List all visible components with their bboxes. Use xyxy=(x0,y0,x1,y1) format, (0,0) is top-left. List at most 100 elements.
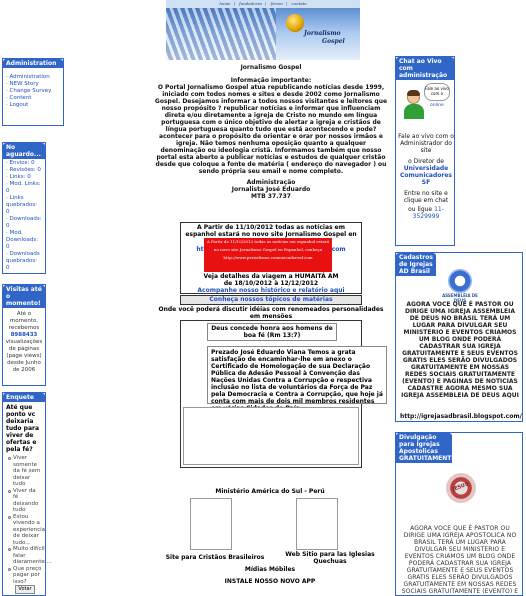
trip-report-link[interactable]: Acompanhe nosso histórico e relatório aq… xyxy=(197,287,345,294)
poll-box-title: Enquete xyxy=(3,393,45,402)
broken-links-link[interactable]: · Links quebrados: 0 xyxy=(6,195,38,215)
vote-button[interactable]: Votar xyxy=(15,585,35,594)
notice-title: Informação importante: xyxy=(230,77,312,84)
brand-name-line1: Jornalismo xyxy=(304,30,341,37)
visits-text-4: visualizações xyxy=(5,339,43,345)
pending-links-link[interactable]: · Links: 0 xyxy=(6,174,31,180)
visits-box-title: Visitas até o momento! xyxy=(3,285,45,308)
visits-text-3: recebemos xyxy=(8,325,40,331)
assembly-logo-text: ASSEMBLÉIA DE DEUS xyxy=(442,293,478,303)
school-link[interactable]: Universidade Comunicadores SF xyxy=(400,165,452,186)
phone-number[interactable]: 11-3529999 xyxy=(412,206,444,220)
new-story-link[interactable]: · NEW Story xyxy=(6,81,39,87)
nav-contato-link[interactable]: contato xyxy=(291,1,307,6)
assembly-logo-icon xyxy=(448,269,472,293)
poll-option[interactable]: Muito difícil falar diaramente.... xyxy=(3,546,52,566)
pending-submissions-link[interactable]: · Envios: 0 xyxy=(6,160,35,166)
chat-box-title: Chat ao Vivo com administração xyxy=(396,57,454,80)
admin-box-title: Administration xyxy=(3,59,63,68)
pending-reviews-link[interactable]: · Revisões: 0 xyxy=(6,167,41,173)
honor-panel: Deus concede honra aos homens de boa fé … xyxy=(180,320,387,468)
mod-downloads-link[interactable]: · Mod. Downloads: 0 xyxy=(6,230,39,250)
ad-brasil-link[interactable]: http://igrejasadbrasil.blogspot.com/ xyxy=(400,413,522,420)
banner-graphic xyxy=(166,8,276,60)
certificate-image xyxy=(183,407,359,465)
apostolic-text: AGORA VOCE QUE É PASTOR OU DIRIGE UMA IG… xyxy=(401,525,519,595)
quechua-site-image[interactable] xyxy=(296,498,338,550)
ad-brasil-title: Cadastros de Igrejas AD Brasil xyxy=(396,253,436,276)
mobile-media-title: Mídias Móbiles xyxy=(244,566,296,573)
radio-icon[interactable] xyxy=(8,457,11,460)
trip-details-line1: Veja detalhes da viagem a HUMAITÁ AM xyxy=(203,273,339,280)
chat-text-2: Entre no site e clique em chat xyxy=(403,190,449,204)
apostolic-box: Divulgação para Igrejas Apostolicas GRAT… xyxy=(395,432,523,596)
poll-option[interactable]: Que preço pagar por isso? xyxy=(3,566,45,586)
waiting-box: No aguardo... · Envios: 0 · Revisões: 0 … xyxy=(2,142,46,274)
radio-icon[interactable] xyxy=(8,548,11,551)
apostolic-title: Divulgação para Igrejas Apostolicas GRAT… xyxy=(396,433,455,463)
seal-text: JESUS xyxy=(451,481,470,493)
radio-icon[interactable] xyxy=(8,489,11,493)
journalist-name: Jornalista José Eduardo xyxy=(231,186,311,193)
content-link[interactable]: · Content xyxy=(6,95,32,101)
visits-text-8: de 2006 xyxy=(12,367,36,373)
visits-text-5: de páginas xyxy=(8,346,40,352)
visits-text-6: (page views) xyxy=(6,353,42,359)
nav-home-link[interactable]: home xyxy=(219,1,231,6)
mod-links-link[interactable]: · Mod. Links: 0 xyxy=(6,181,41,194)
radio-icon[interactable] xyxy=(8,567,11,571)
visits-box: Visitas até o momento! Até o momento, re… xyxy=(2,284,46,386)
honor-title: Deus concede honra aos homens de boa fé … xyxy=(207,323,337,341)
poll-option[interactable]: Viver somente da fé sem deixar tudo xyxy=(3,455,45,488)
personalities-text: Onde você poderá discutir idéias com ren… xyxy=(158,306,384,320)
main-content: Jornalismo Gospel Informação importante:… xyxy=(154,64,388,200)
certificate-letter: Prezado José Eduardo Viana Temos a grata… xyxy=(207,346,387,412)
brazil-site-caption[interactable]: Site para Cristãos Brasileiros xyxy=(165,554,265,561)
online-status: online xyxy=(430,103,444,108)
nav-forum-link[interactable]: fórum xyxy=(270,1,283,6)
pending-downloads-link[interactable]: · Downloads: 0 xyxy=(6,216,42,229)
poll-box: Enquete Até que ponto vc deixaria tudo p… xyxy=(2,392,52,596)
admin-link[interactable]: · Administration xyxy=(6,74,50,80)
site-header: home| fundadores| fórum| contato Jornali… xyxy=(166,0,360,60)
chat-director: o Diretor de xyxy=(408,158,444,165)
radio-icon[interactable] xyxy=(8,515,11,519)
poll-option[interactable]: Estou vivendo a experiencia de deixar tu… xyxy=(3,514,45,547)
topics-bar[interactable]: Conheça nossos tópicos de matérias xyxy=(180,295,362,305)
chat-text-1: Fale ao vivo com o Administrador do site xyxy=(398,133,454,154)
site-title: Jornalismo Gospel xyxy=(240,64,302,71)
globe-logo-icon xyxy=(286,14,304,32)
brazil-site-image[interactable] xyxy=(190,498,232,550)
admin-label: Administração xyxy=(246,179,296,186)
ad-brasil-box: Cadastros de Igrejas AD Brasil ASSEMBLÉI… xyxy=(395,252,523,422)
call-label: ou ligue xyxy=(408,206,433,213)
install-app-title[interactable]: INSTALE NOSSO NOVO APP xyxy=(224,578,316,585)
visits-count: 8988433 xyxy=(10,332,38,338)
ministry-title: Ministério América do Sul - Perú xyxy=(215,488,325,495)
ad-brasil-text: AGORA VOCE QUE É PASTOR OU DIRIGE UMA IG… xyxy=(401,301,519,399)
poll-question: Até que ponto vc deixaria tudo para vive… xyxy=(6,404,39,453)
topics-link[interactable]: Conheça nossos tópicos de matérias xyxy=(209,296,333,303)
admin-box: Administration · Administration · NEW St… xyxy=(2,58,64,126)
chat-bubble: Fale ao vivo com o xyxy=(424,83,450,101)
broken-downloads-link[interactable]: · Downloads quebrados: 0 xyxy=(6,251,40,271)
nav-fundadores-link[interactable]: fundadores xyxy=(239,1,262,6)
jesus-seal-icon: JESUS xyxy=(441,468,481,508)
notice-body: O Portal Jornalismo Gospel atua republic… xyxy=(154,84,388,175)
logout-link[interactable]: · Logout xyxy=(6,102,29,108)
admin-avatar xyxy=(403,89,425,119)
header-banner: Jornalismo Gospel xyxy=(166,8,360,60)
quechua-site-caption[interactable]: Web Sitio para las Iglesias Quechuas xyxy=(285,551,375,565)
change-survey-link[interactable]: · Change Survey xyxy=(6,88,52,94)
visits-text-1: Até o xyxy=(16,311,32,317)
visits-text-2: momento, xyxy=(9,318,39,324)
red-line-3: http://www.periodismo.comunicadoresf.com xyxy=(223,255,313,260)
visits-text-7: desde Junho xyxy=(7,360,41,366)
chat-box: Chat ao Vivo com administração Fale ao v… xyxy=(395,56,455,246)
spanish-site-image[interactable]: A Partir de 11/10/2012 todas as notícias… xyxy=(204,238,332,272)
poll-option[interactable]: Viver da fé deixando tudo xyxy=(3,488,45,514)
mtb-number: MTB 37.737 xyxy=(251,193,291,200)
trip-details-line2: de 18/10/2012 à 12/12/2012 xyxy=(223,280,319,287)
waiting-box-title: No aguardo... xyxy=(3,143,45,159)
red-line-1: A Partir de 11/10/2012 todas as notícias… xyxy=(206,239,330,244)
